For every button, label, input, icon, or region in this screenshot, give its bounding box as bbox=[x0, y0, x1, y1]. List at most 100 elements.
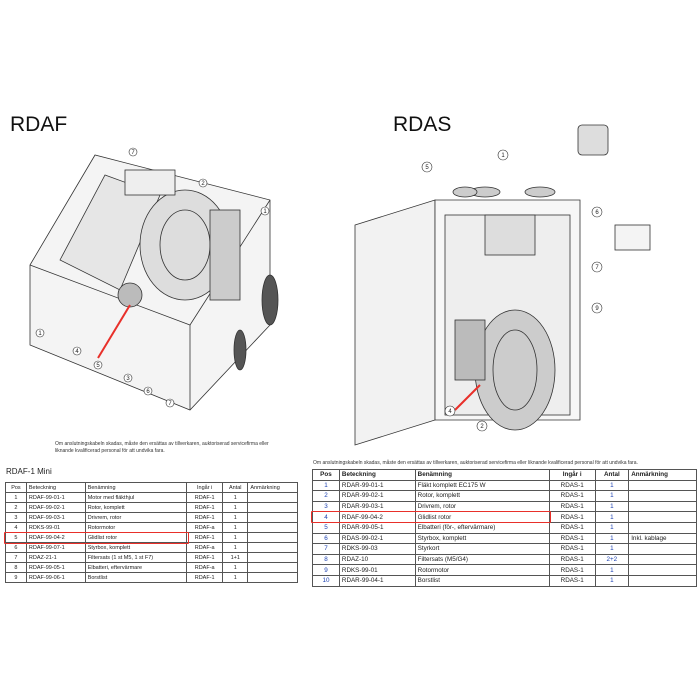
table-cell: 2 bbox=[312, 490, 340, 502]
callout-label: 9 bbox=[595, 306, 599, 312]
table-cell: Styrbox, komplett bbox=[84, 542, 188, 553]
callout-label: 6 bbox=[146, 389, 150, 395]
table-cell: RDAF-1 bbox=[186, 502, 224, 513]
table-cell: RDAF-1 bbox=[186, 572, 224, 583]
column-header: Pos bbox=[5, 482, 27, 493]
callout-label: 4 bbox=[448, 409, 452, 415]
column-header: Benämning bbox=[84, 482, 188, 493]
table-cell: 1 bbox=[222, 512, 249, 523]
callout-label: 4 bbox=[75, 349, 79, 355]
table-cell bbox=[628, 490, 697, 502]
rdas-title: RDAS bbox=[393, 113, 452, 136]
column-header: Ingår i bbox=[548, 469, 596, 481]
table-cell: RDAS-1 bbox=[548, 521, 596, 534]
column-header: Beteckning bbox=[25, 482, 86, 493]
table-cell bbox=[628, 500, 697, 513]
table-cell: Rotor, komplett bbox=[84, 502, 188, 513]
table-cell: RDAZ-21-1 bbox=[25, 552, 86, 563]
callout-label: 5 bbox=[425, 165, 429, 171]
table-cell: RDAS-1 bbox=[548, 543, 596, 555]
table-cell: RDAF-1 bbox=[186, 552, 224, 563]
table-cell: 6 bbox=[312, 532, 340, 545]
table-cell: 1 bbox=[594, 490, 630, 502]
table-cell: RDAR-99-01-1 bbox=[338, 479, 416, 492]
table-cell: 1 bbox=[222, 572, 249, 583]
callout-label: 2 bbox=[201, 181, 205, 187]
table-cell: 5 bbox=[312, 521, 340, 534]
table-cell: 1 bbox=[5, 492, 27, 503]
caption-line: liknande kvalificerad personal för att u… bbox=[55, 448, 165, 454]
table-cell: RDAF-99-02-1 bbox=[25, 502, 86, 513]
table-cell bbox=[628, 479, 697, 492]
table-cell: 7 bbox=[312, 543, 340, 555]
column-header: Benämning bbox=[414, 469, 550, 481]
callout-label: 3 bbox=[126, 376, 130, 382]
column-header: Ingår i bbox=[186, 482, 224, 493]
callout-label: 1 bbox=[263, 209, 267, 215]
table-cell bbox=[628, 521, 697, 534]
table-cell: RDAF-1 bbox=[186, 512, 224, 523]
table-cell bbox=[247, 542, 298, 553]
callout-label: 7 bbox=[131, 150, 135, 156]
table-cell: Fläkt komplett EC175 W bbox=[414, 479, 550, 492]
table-cell: 1+1 bbox=[222, 552, 249, 563]
table-cell: 2 bbox=[5, 502, 27, 513]
table-cell: Elbatteri, eftervärmare bbox=[84, 562, 188, 573]
table-cell: 1 bbox=[222, 562, 249, 573]
callout-label: 5 bbox=[96, 363, 100, 369]
table-cell: RDAS-99-02-1 bbox=[338, 532, 416, 545]
table-cell: 1 bbox=[594, 543, 630, 555]
table-cell: 10 bbox=[312, 574, 340, 587]
table-cell bbox=[628, 564, 697, 576]
table-cell: Motor med fläkthjul bbox=[84, 492, 188, 503]
column-header: Beteckning bbox=[338, 469, 416, 481]
table-cell: RDAF-99-07-1 bbox=[25, 542, 86, 553]
table-cell: 1 bbox=[594, 574, 630, 587]
table-cell: RDAF-a bbox=[186, 542, 224, 553]
table-cell: Inkl. kablage bbox=[628, 532, 697, 545]
table-cell bbox=[247, 552, 298, 563]
table-cell: Elbatteri (för-, eftervärmare) bbox=[414, 521, 550, 534]
table-cell: RDAR-99-05-1 bbox=[338, 521, 416, 534]
table-cell: RDAS-1 bbox=[548, 500, 596, 513]
table-cell: RDAZ-10 bbox=[338, 553, 416, 566]
table-cell bbox=[628, 543, 697, 555]
column-header: Antal bbox=[222, 482, 249, 493]
table-cell: 6 bbox=[5, 542, 27, 553]
table-cell: 1 bbox=[222, 542, 249, 553]
table-cell: RDAS-1 bbox=[548, 479, 596, 492]
table-cell: RDAR-99-02-1 bbox=[338, 490, 416, 502]
table-cell bbox=[628, 553, 697, 566]
table-cell: RDAS-1 bbox=[548, 490, 596, 502]
column-header: Anmärkning bbox=[628, 469, 697, 481]
table-cell: Rotor, komplett bbox=[414, 490, 550, 502]
table-cell bbox=[247, 522, 298, 533]
rdaf-caption: Om anslutningskabeln skadas, måste den e… bbox=[55, 441, 269, 455]
table-cell: Rotormotor bbox=[414, 564, 550, 576]
rdaf-title: RDAF bbox=[10, 113, 68, 136]
table-cell: Drivrem, rotor bbox=[84, 512, 188, 523]
table-cell: 2+2 bbox=[594, 553, 630, 566]
table-cell: 1 bbox=[594, 479, 630, 492]
table-cell: 1 bbox=[222, 532, 249, 543]
callout-label: 6 bbox=[595, 210, 599, 216]
rdaf-table-title: RDAF-1 Mini bbox=[6, 467, 52, 476]
table-cell: 9 bbox=[312, 564, 340, 576]
table-cell: 1 bbox=[222, 502, 249, 513]
table-cell bbox=[628, 511, 697, 523]
rdas-exploded-diagram: 5 1 6 7 9 4 2 bbox=[354, 124, 651, 446]
callout-label: 7 bbox=[168, 401, 172, 407]
table-cell: 1 bbox=[222, 522, 249, 533]
table-cell bbox=[247, 562, 298, 573]
table-cell: 1 bbox=[312, 479, 340, 492]
